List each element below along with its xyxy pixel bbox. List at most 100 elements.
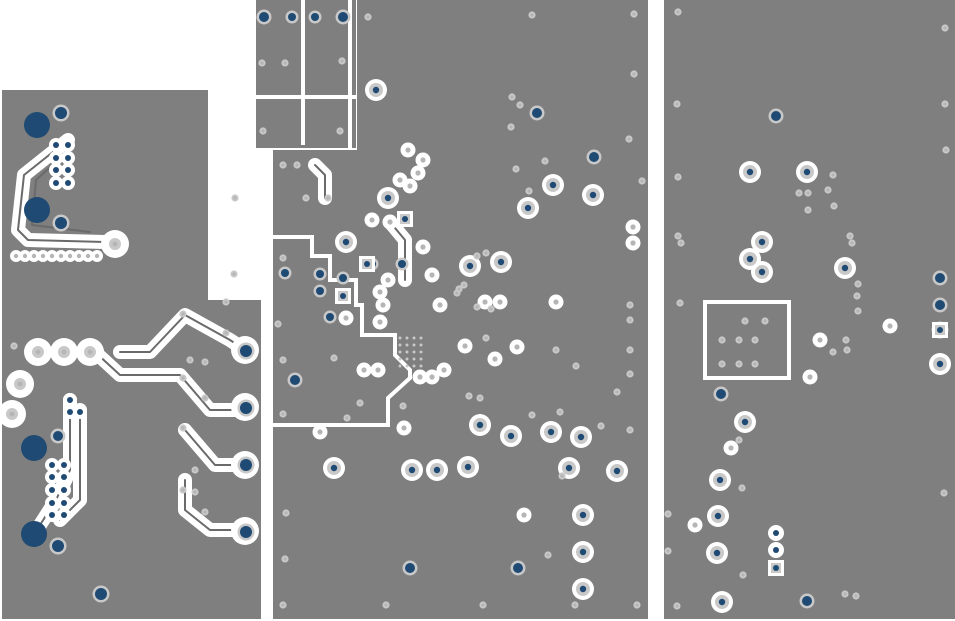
pad-drill: [579, 511, 587, 519]
copper-region-center-top: [256, 0, 356, 148]
via-hole: [224, 331, 228, 335]
pin-hole: [13, 253, 19, 259]
pad-hole: [407, 183, 413, 189]
via-hole: [753, 338, 757, 342]
bga-via: [412, 336, 416, 340]
via-hole: [12, 344, 16, 348]
via-hole: [832, 204, 836, 208]
pin-drill: [61, 500, 67, 506]
via-hole: [675, 102, 679, 106]
pad-hole: [417, 374, 423, 380]
pad-drill: [579, 548, 587, 556]
via-hole: [203, 396, 207, 400]
via-hole: [797, 191, 801, 195]
via-drill: [339, 274, 347, 282]
mounting-hole: [21, 435, 47, 461]
via-hole: [489, 307, 493, 311]
pad-drill: [803, 168, 811, 176]
pad-hole: [728, 445, 734, 451]
bga-via: [398, 364, 402, 368]
bga-via: [412, 357, 416, 361]
pin-drill: [67, 397, 73, 403]
square-pad-drill: [937, 327, 943, 333]
via-hole: [358, 401, 362, 405]
via-hole: [856, 309, 860, 313]
mounting-hole: [24, 112, 50, 138]
via-hole: [281, 163, 285, 167]
pin-hole: [49, 253, 55, 259]
pin-drill: [77, 409, 83, 415]
pad-hole: [375, 367, 381, 373]
pin-drill: [65, 167, 71, 173]
square-pad-drill: [340, 293, 346, 299]
pad-hole: [692, 522, 698, 528]
via-drill: [935, 300, 945, 310]
bga-via: [419, 364, 423, 368]
pin-drill: [53, 167, 59, 173]
pad-drill: [936, 360, 944, 368]
via-hole: [193, 468, 197, 472]
via-hole: [467, 394, 471, 398]
via-drill: [935, 273, 945, 283]
via-hole: [281, 412, 285, 416]
via-hole: [281, 256, 285, 260]
pad-drill: [466, 262, 474, 270]
pad-drill: [565, 464, 573, 472]
bga-via: [405, 350, 409, 354]
pad-drill: [841, 264, 849, 272]
via-hole: [232, 272, 236, 276]
via-hole: [640, 179, 644, 183]
via-hole: [855, 294, 859, 298]
via-hole: [484, 336, 488, 340]
pad-drill: [497, 258, 505, 266]
pad-hole: [807, 374, 813, 380]
bga-via: [419, 343, 423, 347]
pin-hole: [67, 253, 73, 259]
via-hole: [845, 348, 849, 352]
via-hole: [628, 372, 632, 376]
pad-drill: [773, 530, 779, 536]
pad-drill: [549, 181, 557, 189]
via-hole: [806, 191, 810, 195]
via-drill: [716, 389, 726, 399]
bga-via: [398, 343, 402, 347]
mounting-hole: [24, 197, 50, 223]
via-hole: [340, 59, 344, 63]
copper-pour-center: [256, 0, 648, 619]
pin-drill: [61, 512, 67, 518]
pin-hole: [85, 253, 91, 259]
pin-drill: [49, 500, 55, 506]
pad-hole: [630, 240, 636, 246]
pin-drill: [53, 180, 59, 186]
via-hole: [284, 511, 288, 515]
pad-hole: [385, 277, 391, 283]
via-hole: [737, 338, 741, 342]
via-hole: [181, 312, 185, 316]
via-hole: [676, 234, 680, 238]
pad-hole: [492, 356, 498, 362]
pad-drill: [579, 585, 587, 593]
pin-drill: [49, 474, 55, 480]
via-hole: [741, 573, 745, 577]
via-hole: [530, 413, 534, 417]
clearance-outlines: [256, 0, 791, 427]
pad-hole: [437, 302, 443, 308]
via-hole: [543, 159, 547, 163]
via-hole: [635, 603, 639, 607]
via-hole: [484, 251, 488, 255]
via-hole: [260, 61, 264, 65]
via-hole: [224, 300, 228, 304]
via-hole: [475, 254, 479, 258]
pad-hole: [441, 367, 447, 373]
pad-drill: [716, 476, 724, 484]
via-drill: [326, 313, 334, 321]
pin-drill: [61, 487, 67, 493]
trace: [314, 164, 326, 199]
pad-hole: [521, 512, 527, 518]
via-hole: [831, 350, 835, 354]
via-hole: [615, 390, 619, 394]
via-hole: [530, 13, 534, 17]
via-drill: [589, 152, 599, 162]
pad-hole: [87, 349, 93, 355]
